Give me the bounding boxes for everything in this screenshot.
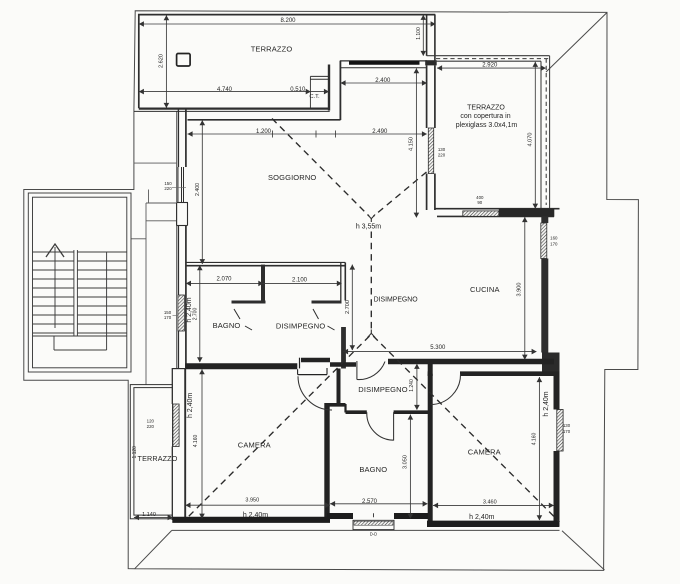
svg-text:CAMERA: CAMERA bbox=[468, 448, 501, 457]
svg-text:DISIMPEGNO: DISIMPEGNO bbox=[374, 296, 419, 303]
svg-text:TERRAZZO: TERRAZZO bbox=[138, 454, 178, 463]
svg-text:130: 130 bbox=[438, 147, 446, 152]
svg-text:TERRAZZO: TERRAZZO bbox=[467, 105, 505, 112]
svg-text:2.490: 2.490 bbox=[372, 129, 388, 135]
svg-text:2.570: 2.570 bbox=[362, 499, 378, 505]
svg-text:130: 130 bbox=[563, 423, 571, 428]
svg-text:170: 170 bbox=[550, 241, 558, 246]
svg-text:160: 160 bbox=[550, 236, 558, 241]
svg-text:220: 220 bbox=[164, 186, 172, 191]
svg-text:4.150: 4.150 bbox=[409, 137, 415, 151]
svg-text:3.950: 3.950 bbox=[245, 497, 259, 503]
svg-text:2.920: 2.920 bbox=[482, 63, 498, 69]
svg-text:400: 400 bbox=[476, 195, 484, 200]
svg-text:h 2,40m: h 2,40m bbox=[187, 393, 194, 418]
svg-text:1.120: 1.120 bbox=[132, 446, 138, 459]
svg-text:3.900: 3.900 bbox=[517, 283, 523, 297]
svg-text:2.070: 2.070 bbox=[216, 277, 232, 283]
svg-text:4.160: 4.160 bbox=[193, 435, 199, 448]
svg-text:CUCINA: CUCINA bbox=[470, 285, 500, 294]
svg-text:2.700: 2.700 bbox=[345, 300, 351, 314]
svg-text:DISIMPEGNO: DISIMPEGNO bbox=[276, 321, 325, 330]
svg-text:h 2,40m: h 2,40m bbox=[543, 391, 550, 416]
svg-text:150: 150 bbox=[164, 181, 172, 186]
svg-text:170: 170 bbox=[164, 315, 172, 320]
svg-text:170: 170 bbox=[563, 429, 571, 434]
svg-text:150: 150 bbox=[164, 310, 172, 315]
svg-text:90: 90 bbox=[477, 200, 482, 205]
svg-text:TERRAZZO: TERRAZZO bbox=[251, 45, 293, 54]
svg-text:BAGNO: BAGNO bbox=[213, 321, 241, 330]
svg-text:2.100: 2.100 bbox=[292, 277, 308, 283]
svg-text:1.200: 1.200 bbox=[256, 129, 272, 135]
svg-text:0.510: 0.510 bbox=[290, 87, 306, 93]
svg-text:plexiglass 3.0x4,1m: plexiglass 3.0x4,1m bbox=[456, 122, 518, 129]
svg-text:h 2,40m: h 2,40m bbox=[186, 297, 193, 322]
svg-text:220: 220 bbox=[147, 424, 155, 429]
svg-text:4.070: 4.070 bbox=[527, 133, 533, 147]
svg-text:5.300: 5.300 bbox=[430, 345, 446, 351]
svg-text:BAGNO: BAGNO bbox=[359, 465, 387, 474]
svg-text:SOGGIORNO: SOGGIORNO bbox=[268, 173, 316, 182]
svg-text:h 3,55m: h 3,55m bbox=[356, 224, 381, 231]
svg-text:2.400: 2.400 bbox=[195, 183, 201, 196]
svg-text:1.100: 1.100 bbox=[416, 27, 422, 40]
svg-text:3.050: 3.050 bbox=[402, 455, 408, 469]
svg-text:h 2,40m: h 2,40m bbox=[469, 514, 494, 521]
svg-text:8.200: 8.200 bbox=[280, 18, 296, 24]
svg-text:CAMERA: CAMERA bbox=[238, 441, 271, 450]
svg-text:1.240: 1.240 bbox=[409, 379, 415, 392]
svg-text:4.740: 4.740 bbox=[217, 87, 233, 93]
svg-text:2.620: 2.620 bbox=[158, 54, 164, 68]
svg-text:con copertura in: con copertura in bbox=[460, 113, 510, 120]
svg-text:C.T.: C.T. bbox=[309, 94, 320, 100]
svg-text:h 2,40m: h 2,40m bbox=[243, 512, 268, 519]
svg-text:D-D: D-D bbox=[370, 532, 377, 537]
svg-text:1.140: 1.140 bbox=[142, 512, 156, 518]
svg-text:220: 220 bbox=[438, 152, 446, 157]
svg-text:120: 120 bbox=[147, 419, 155, 424]
svg-text:2.700: 2.700 bbox=[193, 308, 199, 321]
svg-text:3.460: 3.460 bbox=[483, 500, 497, 506]
svg-text:4.160: 4.160 bbox=[532, 433, 538, 446]
svg-text:DISIMPEGNO: DISIMPEGNO bbox=[358, 385, 407, 394]
svg-text:2.400: 2.400 bbox=[375, 78, 391, 84]
